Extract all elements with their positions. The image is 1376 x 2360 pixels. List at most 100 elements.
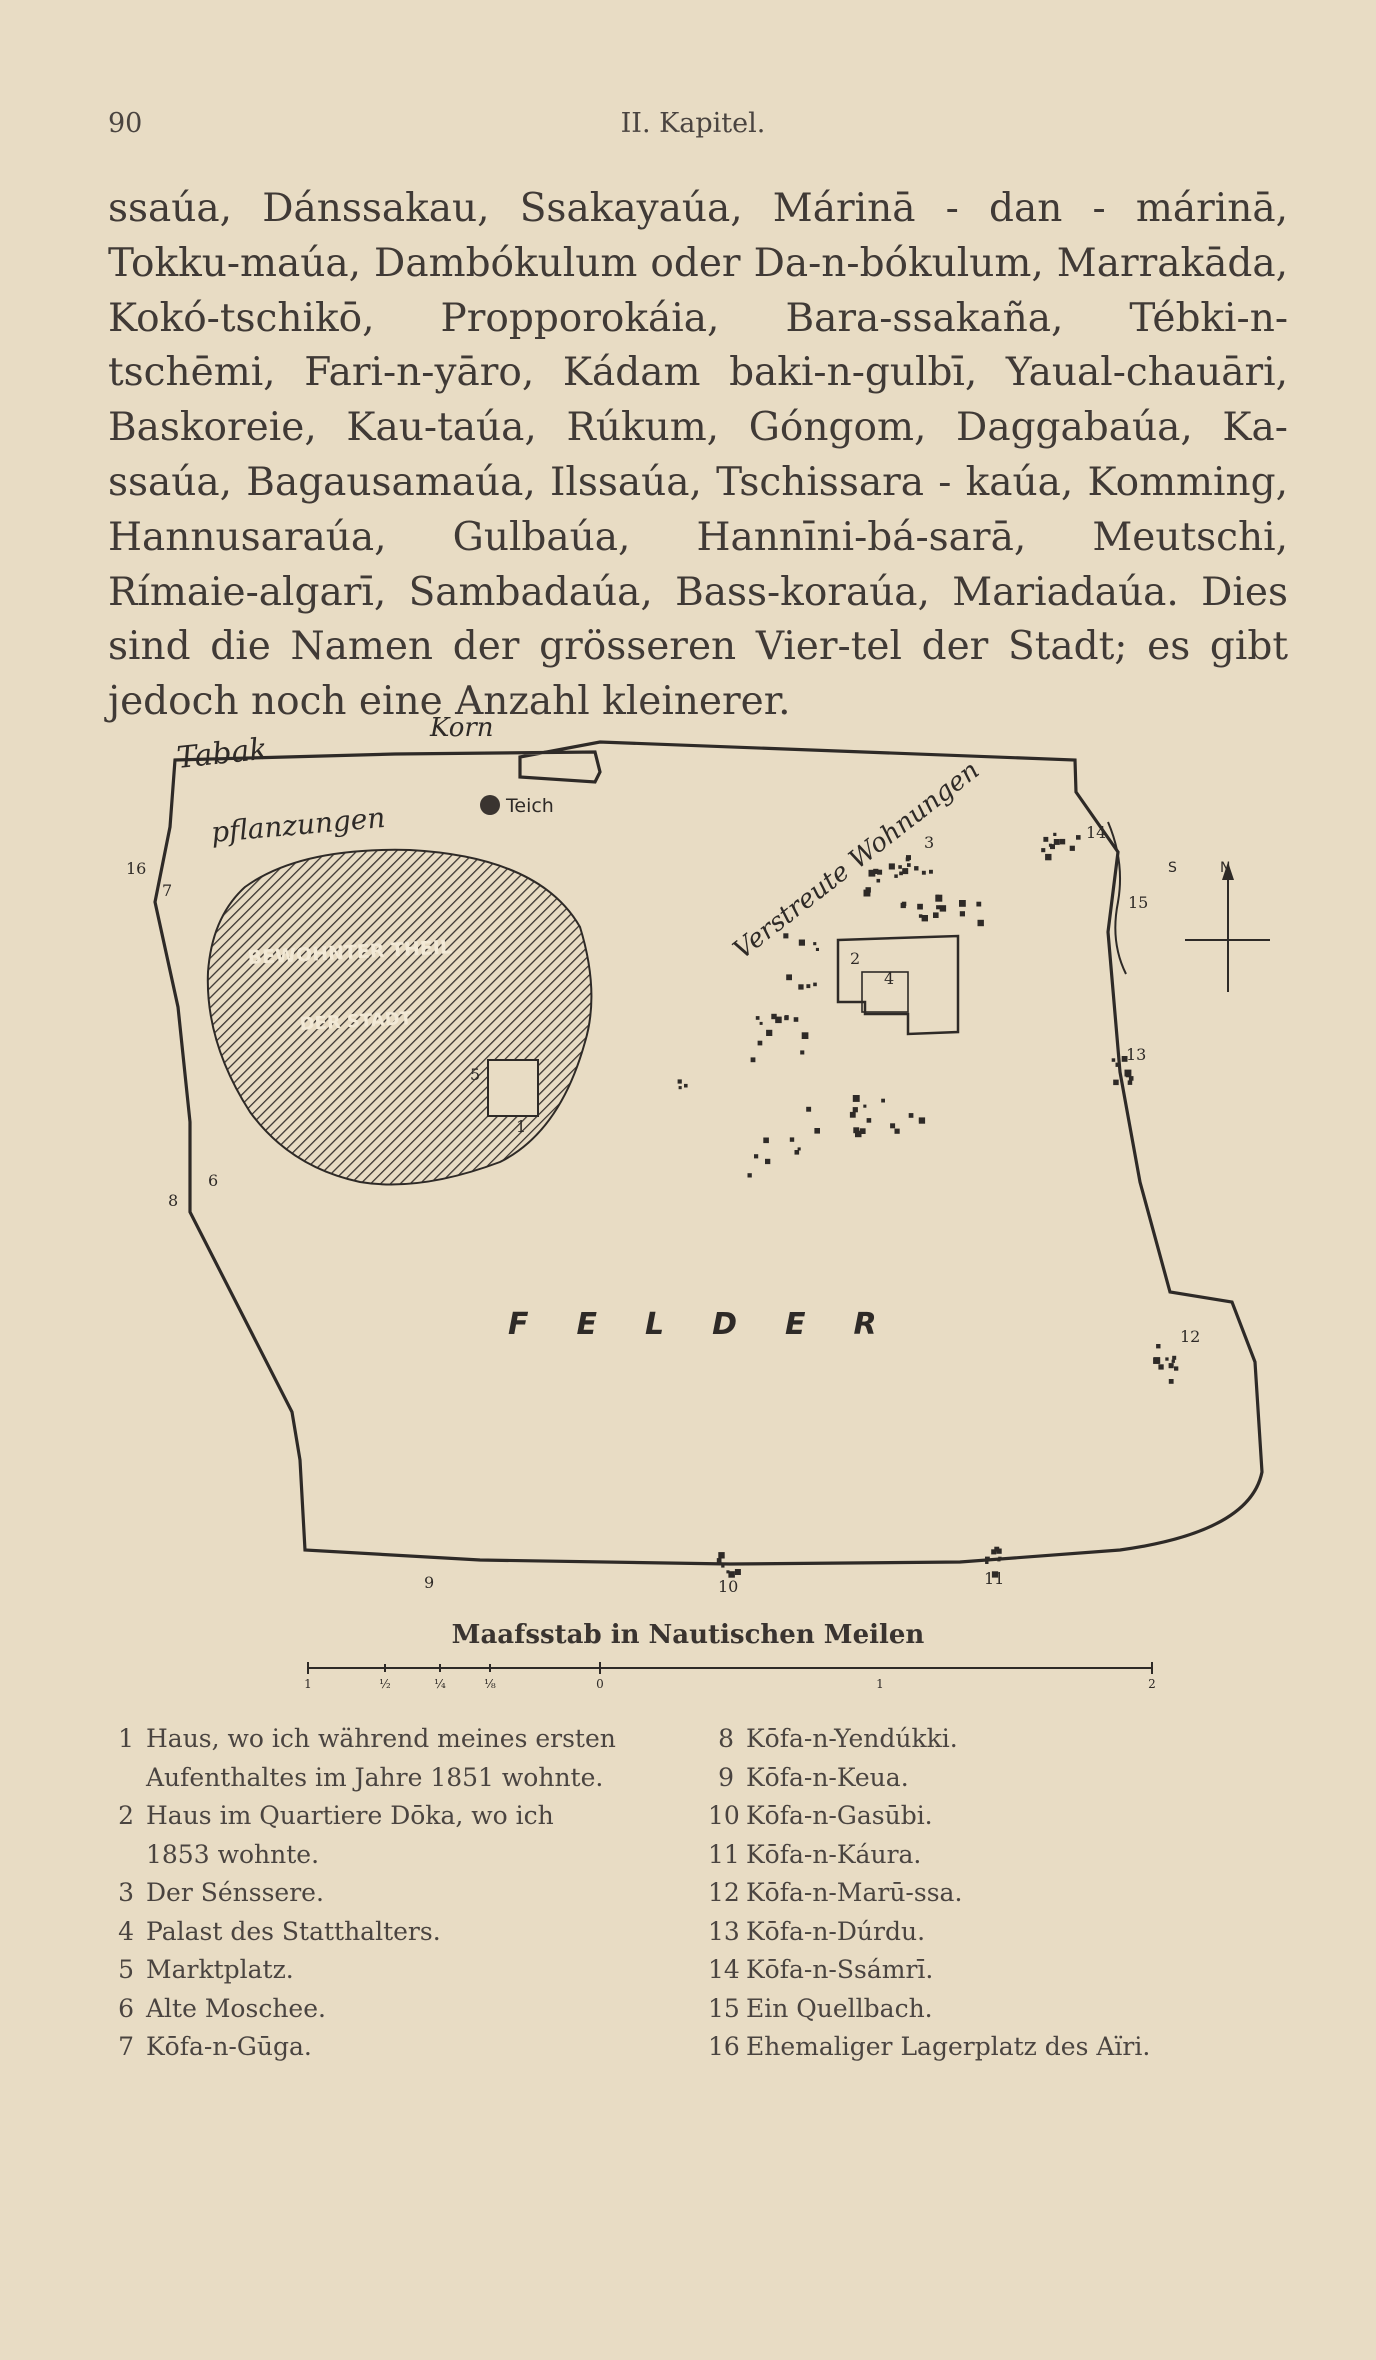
dwelling-mark [859,1128,866,1134]
palace-inner [861,971,909,1013]
dwelling-mark [1125,1073,1130,1078]
marker-5: 5 [470,1065,480,1084]
page-number: 90 [108,108,143,139]
dwelling-mark [1121,1056,1128,1062]
map-numbers: 1 2 3 4 5 6 7 8 9 10 11 12 13 14 15 16 [126,823,1200,1596]
dwelling-mark [1171,1359,1175,1363]
dwelling-mark [794,1150,800,1155]
dwelling-mark [763,1137,769,1144]
dwelling-mark [881,1098,885,1103]
label-teich: Teich [505,795,554,817]
dwelling-mark [921,870,926,875]
dwelling-mark [806,1106,812,1112]
dwelling-mark [1124,1069,1132,1077]
dwelling-mark [1041,848,1046,853]
scale-tick-1: 1 [304,1677,312,1690]
stream [1107,821,1127,975]
city-wall [153,740,1264,1566]
scale-tick-marks [307,1662,1153,1674]
dwelling-mark [806,984,811,989]
dwelling-mark [766,1029,773,1036]
dwelling-mark [798,939,805,946]
dwelling-mark [800,1050,805,1055]
dwelling-mark [1168,1379,1174,1384]
dwelling-mark [1156,1344,1161,1349]
legend-item-1-cont: Aufenthaltes im Jahre 1851 wohnte. [146,1762,604,1792]
scale-tick-quarter: ¼ [434,1677,446,1690]
label-tabak: Tabak [175,732,269,776]
dwelling-mark [1168,1363,1174,1369]
dwelling-mark [1059,838,1066,845]
dwelling-mark [1158,1364,1164,1370]
label-korn: Korn [429,713,494,743]
dwelling-mark [750,1057,756,1063]
label-compass-s: S [1168,860,1177,876]
scale-tick-0: 0 [596,1677,604,1690]
dwelling-mark [976,901,982,907]
dwelling-mark [959,911,965,917]
dwelling-mark [734,1569,741,1575]
dwelling-mark [684,1083,688,1088]
dwelling-mark [813,982,817,987]
marker-6: 6 [208,1171,218,1190]
label-compass-n: N [1220,860,1230,876]
dwelling-mark [784,1015,789,1021]
dwelling-mark [1174,1366,1179,1371]
page-header: 90 II. Kapitel. [108,108,1278,148]
dwelling-mark [933,912,939,918]
dwelling-mark [1128,1076,1134,1081]
dwelling-mark [775,1016,782,1024]
dwelling-mark [866,1118,872,1123]
dwelling-mark [849,1111,856,1118]
scale-tick-half: ½ [379,1677,391,1690]
pond-marker [480,795,500,815]
dwelling-mark [918,1118,923,1122]
dwelling-mark [898,865,902,869]
dwelling-mark [900,902,906,909]
dwelling-mark [757,1040,763,1046]
dwelling-mark [868,869,876,877]
dwelling-mark [815,947,819,951]
market-square [487,1059,539,1117]
dwelling-mark [865,889,870,893]
dwelling-mark [1043,836,1049,842]
dwelling-mark [721,1564,725,1568]
dwelling-mark [814,1128,820,1134]
dwelling-mark [798,984,804,990]
dwelling-mark [902,868,909,875]
dwelling-mark [765,1158,771,1165]
marker-15: 15 [1128,893,1148,912]
marker-16: 16 [126,859,146,878]
dwelling-mark [759,1021,763,1025]
marker-8: 8 [168,1191,178,1210]
dwelling-mark [996,1548,1002,1554]
dwelling-mark [863,1104,867,1108]
dwelling-mark [678,1086,682,1090]
dwelling-mark [852,1107,858,1113]
marker-12: 12 [1180,1327,1200,1346]
dwelling-mark [907,863,911,867]
dwelling-mark [853,1127,860,1134]
dwelling-mark [1050,844,1055,850]
scale-bar: 1 ½ ¼ ⅛ 0 1 2 [304,1662,1156,1690]
dwelling-mark [813,942,817,946]
dwelling-mark [935,894,943,902]
dwelling-mark [1053,839,1060,845]
dwelling-mark [716,1558,722,1563]
dwelling-mark [771,1013,777,1020]
palace-enclosure [836,934,960,1036]
dwelling-mark [793,1017,799,1022]
